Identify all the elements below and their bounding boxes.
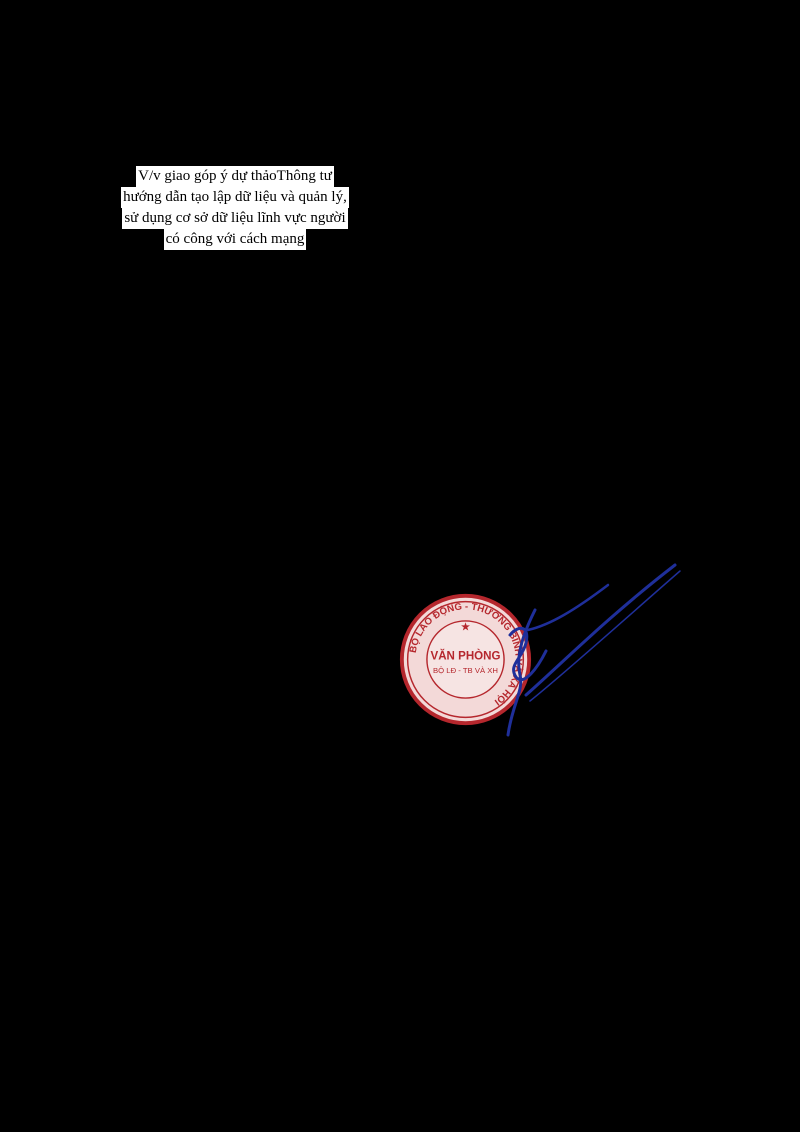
seal-center-text: VĂN PHÒNG <box>430 650 500 663</box>
seal-star-icon: ★ <box>460 621 470 634</box>
document-subject: V/v giao góp ý dự thảoThông tư hướng dẫn… <box>100 166 370 250</box>
subject-line-4: có công với cách mạng <box>163 229 307 250</box>
subject-line-1: V/v giao góp ý dự thảoThông tư <box>136 166 334 187</box>
seal-graphic: BỘ LAO ĐỘNG - THƯƠNG BINH VÀ XÃ HỘI VĂN … <box>399 593 532 726</box>
handwritten-signature <box>490 555 690 745</box>
signature-graphic <box>506 563 681 737</box>
subject-line-3: sử dụng cơ sở dữ liệu lĩnh vực người <box>122 208 348 229</box>
seal-center-subtext: BỘ LĐ - TB VÀ XH <box>433 666 498 675</box>
official-seal-stamp: BỘ LAO ĐỘNG - THƯƠNG BINH VÀ XÃ HỘI VĂN … <box>398 592 533 727</box>
subject-line-2: hướng dẫn tạo lập dữ liệu và quản lý, <box>121 187 349 208</box>
